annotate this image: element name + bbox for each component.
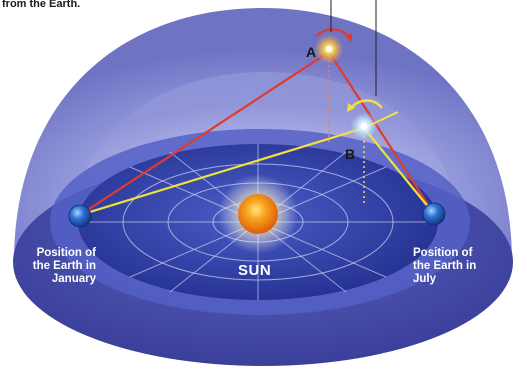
earth-july-icon xyxy=(422,202,446,226)
july-line-1: Position of xyxy=(413,247,473,259)
sight-line-jan-b xyxy=(79,126,365,217)
angle-arc-b xyxy=(350,99,383,109)
earth-january-icon xyxy=(68,204,92,228)
arrow-arc-a xyxy=(345,33,352,42)
january-line-3: January xyxy=(51,273,96,285)
sun-label: SUN xyxy=(238,262,272,279)
caption-text: from the Earth. xyxy=(2,0,81,10)
arrow-arc-b xyxy=(347,103,355,112)
july-line-3: July xyxy=(413,273,437,285)
star-a-icon xyxy=(325,45,333,53)
star-b-label: B xyxy=(345,146,356,162)
january-line-2: the Earth in xyxy=(32,260,96,272)
january-line-1: Position of xyxy=(36,247,96,259)
sun-icon xyxy=(238,194,278,234)
july-line-2: the Earth in xyxy=(413,260,477,272)
sight-line-jul-a xyxy=(328,51,435,215)
sight-line-jul-b xyxy=(363,127,435,215)
star-a-label: A xyxy=(306,44,317,60)
sight-line-jan-a xyxy=(79,51,330,216)
january-label: Position of the Earth in January xyxy=(18,247,96,286)
star-b-icon xyxy=(360,122,368,130)
july-label: Position of the Earth in July xyxy=(413,247,503,286)
